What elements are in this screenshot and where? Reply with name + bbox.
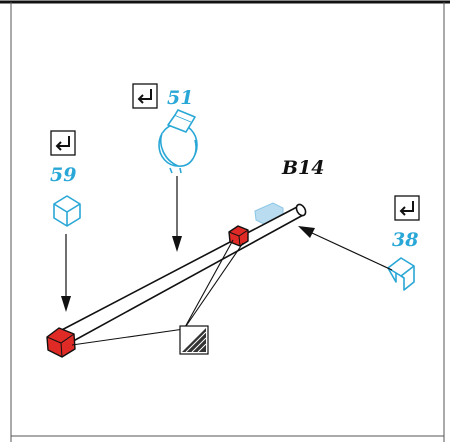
callout-number-59: 59	[50, 164, 76, 186]
leader-59-arrowhead	[61, 296, 71, 312]
glue-leaders	[71, 239, 244, 346]
leader-38-arrowhead	[298, 226, 315, 238]
return-arrow-glyph	[55, 136, 70, 151]
glue-tool-icon	[179, 325, 209, 355]
return-arrow-icon	[50, 130, 76, 156]
return-arrow-glyph	[399, 201, 414, 216]
callout-38: 38	[392, 195, 420, 251]
part-label: B14	[281, 157, 325, 179]
bent-block-icon	[387, 257, 415, 291]
callout-59: 59	[50, 130, 76, 186]
return-arrow-icon	[132, 83, 158, 109]
glue-cap-right	[228, 225, 249, 247]
callout-number-51: 51	[167, 87, 193, 109]
glue-cap-left	[46, 327, 76, 358]
callout-51: 51	[132, 83, 193, 109]
rod-b14	[55, 203, 307, 346]
clamp-ring-icon	[158, 109, 198, 174]
return-arrow-glyph	[137, 89, 152, 104]
leader-51-arrowhead	[172, 236, 182, 252]
callout-number-38: 38	[392, 229, 418, 251]
cube-icon	[53, 195, 81, 227]
leader-38	[311, 232, 393, 271]
return-arrow-icon	[394, 195, 420, 221]
